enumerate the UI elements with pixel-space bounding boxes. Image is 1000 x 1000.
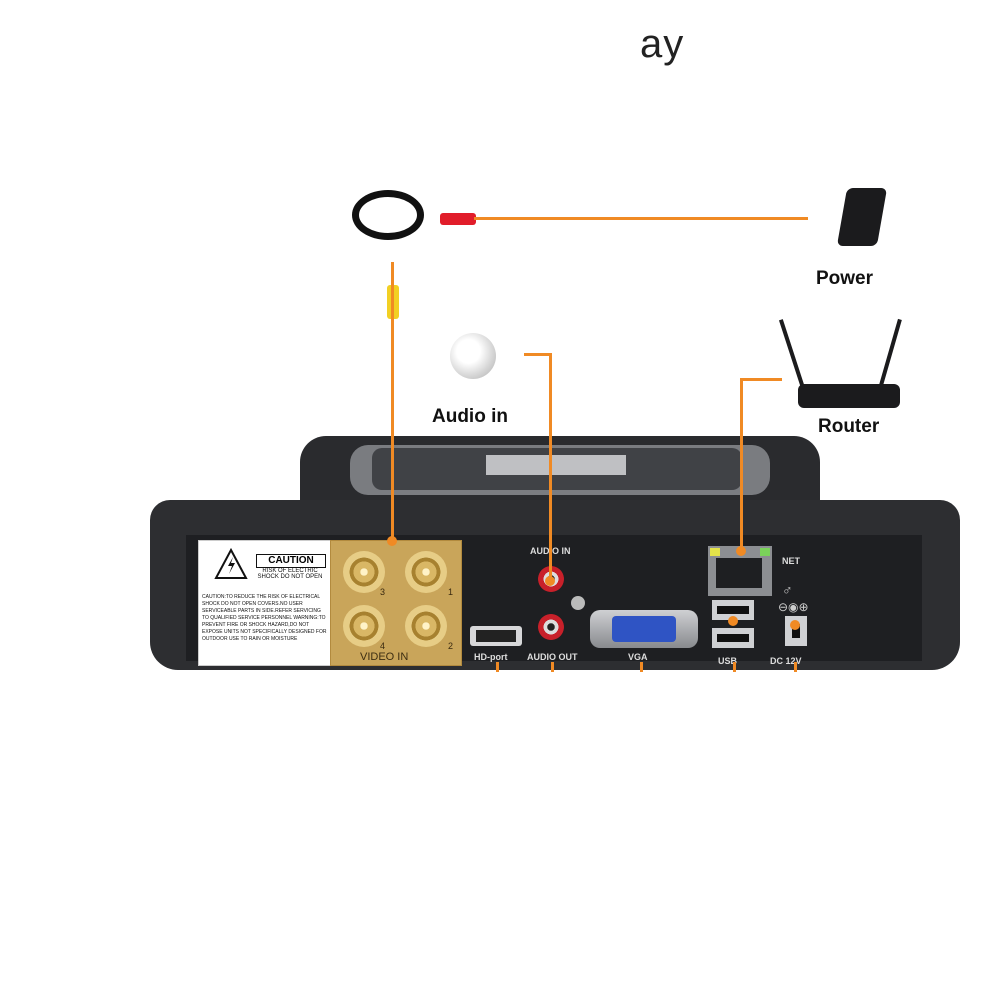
bnc-port-3[interactable] (343, 551, 385, 593)
page-title: ay (640, 22, 685, 66)
channel-number: 3 (380, 587, 386, 597)
dc-socket (792, 624, 800, 638)
net-wire-horizontal (740, 378, 782, 381)
bnc-port-2[interactable] (405, 605, 447, 647)
net-wire-vertical (740, 378, 743, 552)
channel-number: 2 (448, 641, 454, 651)
router-icon (798, 384, 900, 408)
hdmi-port-label: HD-port (474, 652, 508, 662)
video-wire-end (387, 536, 397, 546)
dc-port-label: DC 12V (770, 656, 802, 666)
audio-out-port[interactable] (538, 614, 564, 640)
power-label: Power (816, 268, 874, 289)
vga-port-label: VGA (628, 652, 648, 662)
power-plug-icon (440, 213, 476, 225)
power-adapter-icon (836, 188, 888, 246)
antenna-symbol-icon: ♂ (782, 582, 793, 598)
warning-icon (214, 548, 248, 579)
audio-out-lead (551, 662, 554, 672)
microphone-icon (450, 333, 496, 379)
channel-number: 1 (448, 587, 454, 597)
vga-lead (640, 662, 643, 672)
caution-heading: CAUTION (256, 554, 326, 568)
hdmi-socket (476, 630, 516, 642)
caution-subheading: RISK OF ELECTRIC SHOCK DO NOT OPEN (257, 568, 323, 580)
polarity-icon: ⊖◉⊕ (778, 600, 809, 614)
usb-port-label: USB (718, 656, 738, 666)
channel-number: 4 (380, 641, 386, 651)
hdmi-lead (496, 662, 499, 672)
net-port-label: NET (782, 556, 800, 566)
audio-in-label: Audio in (432, 406, 508, 427)
bnc-port-4[interactable] (343, 605, 385, 647)
ground-screw-icon (571, 596, 585, 610)
power-wire (474, 217, 808, 220)
net-led-icon (760, 548, 770, 556)
audio-wire-horizontal (524, 353, 552, 356)
usb-socket (717, 606, 749, 614)
usb-lead (733, 662, 736, 672)
router-label: Router (818, 416, 880, 437)
caution-text: CAUTION:TO REDUCE THE RISK OF ELECTRICAL… (202, 594, 327, 642)
camera-cable-icon (352, 190, 424, 240)
usb-socket (717, 634, 749, 642)
dc-wire-end (790, 620, 800, 630)
bnc-port-1[interactable] (405, 551, 447, 593)
dc-lead (794, 662, 797, 672)
video-in-label: VIDEO IN (360, 651, 409, 663)
dvr-top-window (486, 455, 626, 475)
router-antenna-right (878, 318, 902, 390)
vga-socket (612, 616, 676, 642)
net-wire-end (736, 546, 746, 556)
video-wire (391, 262, 394, 540)
net-led-icon (710, 548, 720, 556)
net-socket (716, 558, 762, 588)
audio-wire-vertical (549, 353, 552, 579)
audio-out-port-label: AUDIO OUT (527, 652, 578, 662)
router-antenna-left (778, 319, 806, 389)
usb-wire-end (728, 616, 738, 626)
audio-wire-end (545, 576, 555, 586)
